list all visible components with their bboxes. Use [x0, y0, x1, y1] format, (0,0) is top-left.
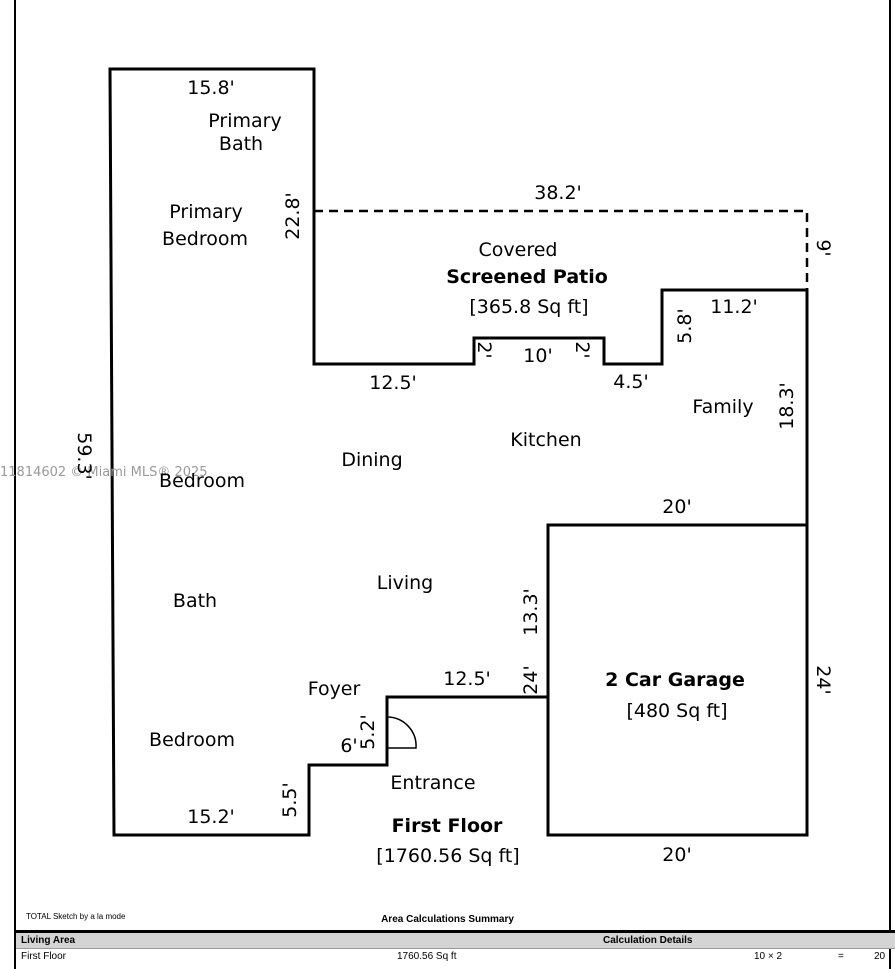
garage-area-label: [480 Sq ft] [626, 700, 727, 722]
first-floor-area-label: [1760.56 Sq ft] [376, 845, 519, 867]
patio-area-label: [365.8 Sq ft] [469, 296, 588, 318]
area-calculation-table: Living Area Calculation Details First Fl… [16, 930, 895, 969]
garage-outline [546, 523, 809, 837]
dim-patio-top: 38.2' [534, 182, 582, 204]
dim-notch-right: 2' [571, 341, 593, 358]
family-label: Family [692, 396, 753, 418]
dim-bottom-step: 5.5' [279, 782, 301, 817]
row-calc: 10 × 2 [754, 951, 783, 962]
covered-label: Covered [479, 239, 558, 261]
patio-outline [314, 209, 809, 290]
dim-garage-top: 20' [662, 496, 691, 518]
dim-left-wall: 59.3' [73, 432, 95, 480]
dim-garage-left-lower: 24' [520, 665, 542, 694]
dim-garage-right: 24' [812, 665, 834, 694]
dim-door-right: 5.2' [357, 714, 379, 749]
dim-primary-right: 22.8' [282, 192, 304, 240]
dim-step-top: 6' [340, 735, 357, 757]
bedroom-lower-label: Bedroom [149, 729, 235, 751]
row-result: 20 [874, 951, 886, 962]
row-equals: = [838, 951, 844, 962]
dim-garage-bottom: 20' [662, 844, 691, 866]
screened-patio-label: Screened Patio [446, 266, 608, 288]
living-label: Living [377, 572, 434, 594]
dim-patio-bottom-right: 4.5' [613, 371, 648, 393]
dim-patio-bottom-left: 12.5' [369, 372, 417, 394]
dim-primary-top: 15.8' [187, 77, 235, 99]
watermark: 11814602 © Miami MLS® 2025 [0, 465, 208, 480]
sketch-credit: TOTAL Sketch by a la mode [26, 912, 126, 921]
dim-family-left: 5.8' [674, 308, 696, 343]
dim-notch-top: 10' [523, 345, 552, 367]
primary-bath-label-1: Primary [208, 110, 281, 132]
dim-patio-right: 9' [812, 239, 834, 256]
table-header: Living Area Calculation Details [16, 933, 895, 949]
first-floor-label: First Floor [392, 815, 503, 837]
dim-family-right: 18.3' [776, 382, 798, 430]
kitchen-label: Kitchen [510, 429, 581, 451]
dim-family-top: 11.2' [710, 296, 758, 318]
dim-foyer-top: 12.5' [443, 668, 491, 690]
foyer-label: Foyer [308, 678, 361, 700]
primary-bedroom-label-2: Bedroom [162, 228, 248, 250]
bedroom-middle-label: Bedroom [159, 470, 245, 492]
dim-notch-left: 2' [473, 341, 495, 358]
dim-bottom-left: 15.2' [187, 806, 235, 828]
row-area: 1760.56 Sq ft [397, 951, 457, 962]
living-area-header: Living Area [21, 935, 76, 946]
dim-garage-left: 13.3' [520, 588, 542, 636]
primary-bath-label-2: Bath [219, 133, 263, 155]
calculation-details-header: Calculation Details [603, 935, 693, 946]
garage-label: 2 Car Garage [605, 669, 745, 691]
entrance-label: Entrance [390, 772, 475, 794]
table-row: First Floor 1760.56 Sq ft 10 × 2 = 20 [16, 949, 895, 964]
row-name: First Floor [21, 951, 66, 962]
bath-label: Bath [173, 590, 217, 612]
area-summary-title: Area Calculations Summary [381, 914, 514, 925]
entrance-door-swing [386, 716, 417, 749]
primary-bedroom-label-1: Primary [169, 201, 242, 223]
dining-label: Dining [341, 449, 402, 471]
